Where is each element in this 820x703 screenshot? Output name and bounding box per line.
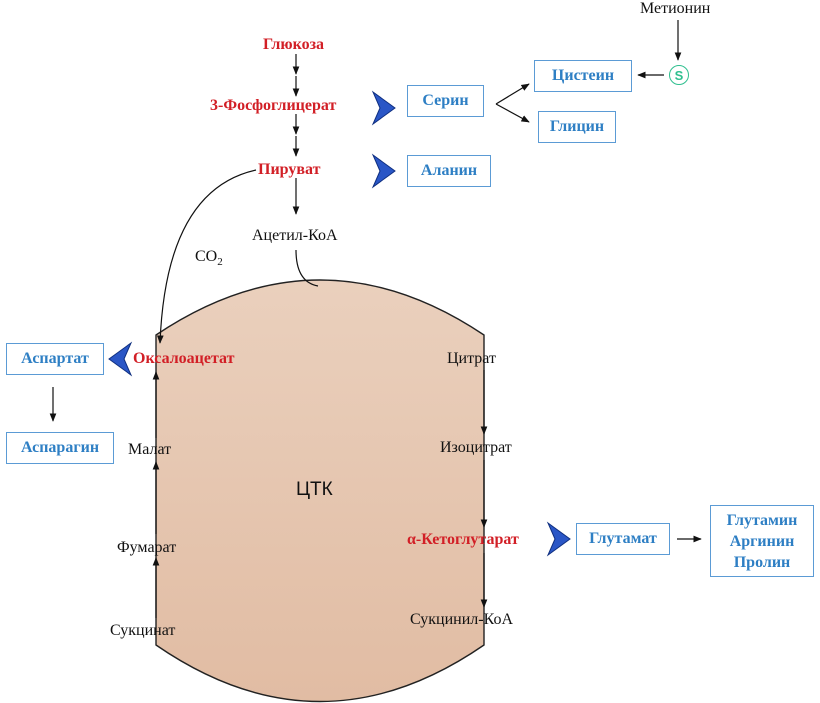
glycine-box: Глицин: [538, 111, 616, 143]
chevron-oxaloacetate-aspartate-icon: [108, 341, 133, 377]
asparagine-box: Аспарагин: [6, 432, 114, 464]
isocitrate-label: Изоцитрат: [440, 439, 512, 456]
co2-label: CO2: [195, 248, 223, 269]
glutamine-label: Глутамин: [726, 511, 798, 529]
alanine-box: Аланин: [407, 155, 491, 187]
proline-label: Пролин: [733, 553, 791, 571]
tca-cycle-title: ЦТК: [296, 479, 333, 500]
glutamate-box: Глутамат: [576, 523, 670, 555]
oxaloacetate-label: Оксалоацетат: [133, 350, 235, 367]
sulfur-icon: S: [669, 65, 689, 85]
succinate-label: Сукцинат: [110, 622, 176, 639]
arrow-serine-glycine: [495, 103, 530, 123]
ketoglutarate-label: α-Кетоглутарат: [407, 531, 519, 548]
pyruvate-label: Пируват: [258, 161, 321, 178]
serine-box: Серин: [407, 85, 484, 117]
chevron-ketoglutarate-glutamate-icon: [546, 521, 571, 557]
chevron-pga-serine-icon: [371, 90, 396, 126]
citrate-label: Цитрат: [447, 350, 496, 367]
glucose-label: Глюкоза: [263, 36, 325, 53]
line-acetylcoa-cycle: [295, 249, 319, 287]
aspartate-box: Аспартат: [6, 343, 104, 375]
methionine-label: Метионин: [640, 0, 711, 17]
phosphoglycerate-label: 3-Фосфоглицерат: [210, 97, 337, 114]
malate-label: Малат: [128, 441, 172, 458]
fumarate-label: Фумарат: [117, 539, 177, 556]
glutamate-products-box: Глутамин Аргинин Пролин: [710, 505, 814, 577]
arrow-serine-cysteine: [495, 83, 530, 105]
acetyl-coa-label: Ацетил-КоА: [252, 227, 338, 244]
tca-cycle-shape: [155, 279, 485, 703]
cysteine-box: Цистеин: [534, 60, 632, 92]
chevron-pyruvate-alanine-icon: [371, 153, 396, 189]
arrow-pyruvate-oxaloacetate: [156, 169, 257, 344]
arginine-label: Аргинин: [729, 532, 795, 550]
succinyl-coa-label: Сукцинил-КоА: [410, 611, 514, 628]
